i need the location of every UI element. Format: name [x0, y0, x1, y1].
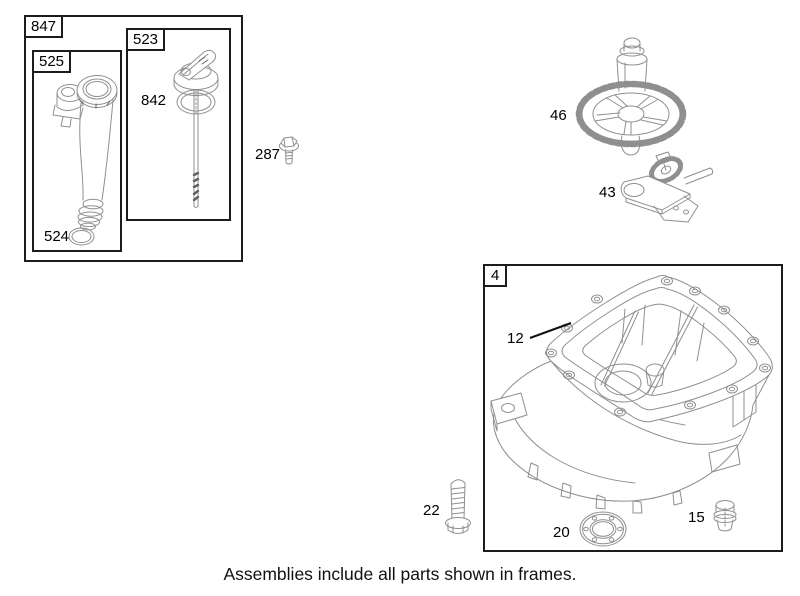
frame-525-label: 525: [32, 50, 72, 73]
part-label-22: 22: [423, 502, 440, 519]
part-label-43: 43: [599, 184, 616, 201]
frame-847-label: 847: [24, 15, 64, 38]
frame-523: 523: [126, 28, 231, 221]
bolt-22-drawing: [445, 479, 471, 534]
diagram-caption: Assemblies include all parts shown in fr…: [223, 564, 577, 584]
part-label-12: 12: [507, 330, 524, 347]
part-label-842: 842: [141, 92, 167, 109]
part-label-287: 287: [255, 146, 281, 163]
part-label-524: 524: [44, 228, 70, 245]
frame-4: 4: [483, 264, 783, 552]
governor-assembly-drawing: [620, 151, 714, 223]
frame-523-label: 523: [126, 28, 166, 51]
frame-847: 847: [24, 15, 243, 262]
camshaft-gear-drawing: [575, 37, 687, 156]
part-label-15: 15: [688, 509, 705, 526]
frame-525: 525: [32, 50, 122, 252]
part-label-46: 46: [550, 107, 567, 124]
frame-4-label: 4: [483, 264, 508, 287]
part-label-20: 20: [553, 524, 570, 541]
